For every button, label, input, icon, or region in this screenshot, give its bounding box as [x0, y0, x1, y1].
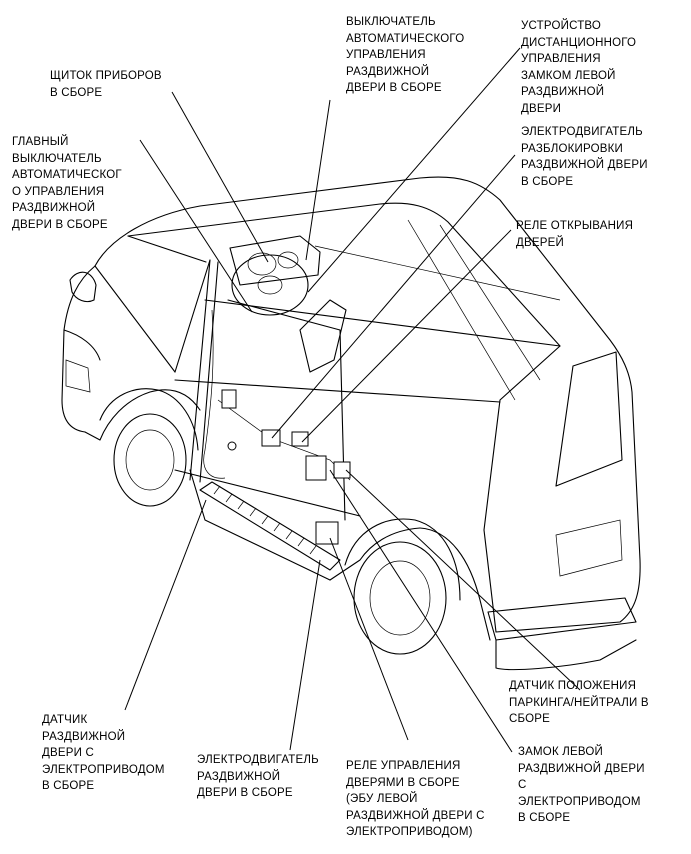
door-control-relay-part — [305, 455, 327, 481]
leader-open-relay — [301, 229, 512, 443]
door-switch-part — [221, 389, 237, 409]
label-door-motor: ЭЛЕКТРОДВИГАТЕЛЬ РАЗДВИЖНОЙ ДВЕРИ В СБОР… — [197, 754, 319, 800]
label-unlock-motor: ЭЛЕКТРОДВИГАТЕЛЬ РАЗБЛОКИРОВКИ РАЗДВИЖНО… — [521, 126, 648, 188]
label-left-door-lock: ЗАМОК ЛЕВОЙ РАЗДВИЖНОЙ ДВЕРИ С ЭЛЕКТРОПР… — [518, 746, 645, 825]
park-sensor-part — [333, 461, 351, 479]
leader-door-switch-auto — [305, 99, 331, 261]
leader-door-motor — [289, 559, 321, 751]
label-remote-lock-device: УСТРОЙСТВО ДИСТАНЦИОННОГО УПРАВЛЕНИЯ ЗАМ… — [521, 20, 637, 115]
label-instrument-panel: ЩИТОК ПРИБОРОВ В СБОРЕ — [50, 70, 162, 99]
component-parts — [221, 389, 351, 545]
leader-left-door-lock — [329, 469, 513, 753]
leader-power-door-sensor — [124, 499, 207, 711]
door-lock-part — [315, 521, 339, 545]
leader-main-switch — [139, 139, 253, 313]
leader-instrument-panel — [171, 91, 269, 263]
leader-unlock-motor — [271, 154, 516, 439]
label-park-neutral-sensor: ДАТЧИК ПОЛОЖЕНИЯ ПАРКИНГА/НЕЙТРАЛИ В СБО… — [509, 680, 649, 726]
label-open-relay: РЕЛЕ ОТКРЫВАНИЯ ДВЕРЕЙ — [516, 220, 634, 249]
open-relay-part — [291, 431, 309, 447]
label-door-switch-auto: ВЫКЛЮЧАТЕЛЬ АВТОМАТИЧЕСКОГО УПРАВЛЕНИЯ Р… — [346, 16, 465, 95]
leader-door-control-relay — [329, 537, 409, 741]
leader-remote-lock — [307, 47, 521, 293]
label-main-switch: ГЛАВНЫЙ ВЫКЛЮЧАТЕЛЬ АВТОМАТИЧЕСКОГ О УПР… — [12, 136, 122, 231]
van-body — [61, 176, 641, 671]
door-sensor-part — [227, 441, 237, 451]
leader-park-sensor — [345, 469, 581, 691]
label-power-door-sensor: ДАТЧИК РАЗДВИЖНОЙ ДВЕРИ С ЭЛЕКТРОПРИВОДО… — [42, 714, 165, 793]
label-door-control-relay: РЕЛЕ УПРАВЛЕНИЯ ДВЕРЯМИ В СБОРЕ (ЭБУ ЛЕВ… — [346, 760, 485, 839]
leader-lines — [124, 47, 581, 753]
